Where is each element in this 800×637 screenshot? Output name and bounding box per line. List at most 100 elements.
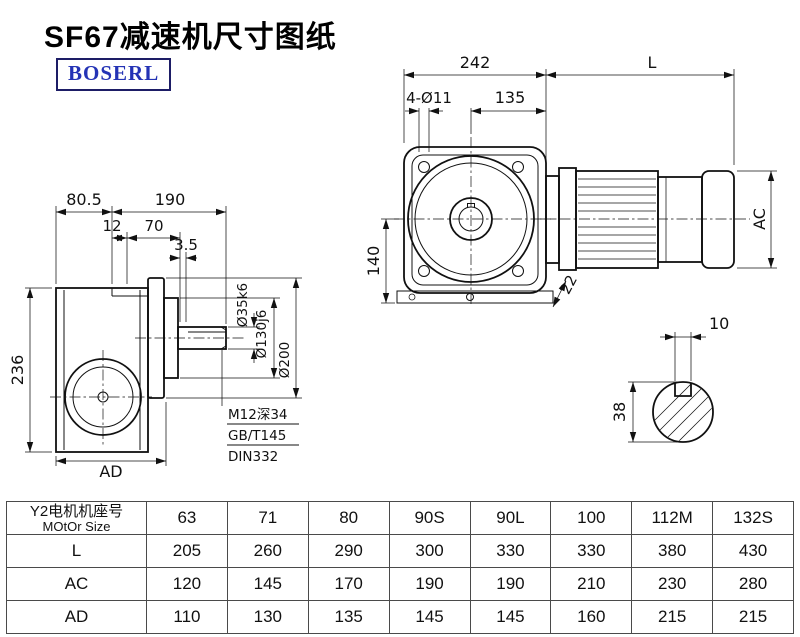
table-cell: 300 [388, 534, 471, 568]
dim-236-label: 236 [8, 355, 27, 386]
table-cell: 80 [307, 501, 390, 535]
dim-242: 242 [403, 53, 547, 163]
table-row-AD: AD 110 130 135 145 145 160 215 215 [6, 600, 794, 634]
dim-38-label: 38 [610, 402, 629, 422]
dim-boss-diameter: Ø130j6 [180, 297, 280, 379]
dim-bolt-holes-label: 4-Ø11 [406, 89, 452, 107]
input-bore [449, 197, 493, 241]
dim-135: 135 [470, 88, 546, 134]
table-cell: 112M [631, 501, 714, 535]
table-cell: 260 [226, 534, 309, 568]
technical-drawing: 242 L 4-Ø11 135 [8, 53, 777, 481]
dim-boss-diameter-label: Ø130j6 [254, 310, 270, 359]
dim-3-5-label: 3.5 [174, 236, 198, 254]
shaft-end-view: 10 38 [610, 314, 729, 443]
dim-80-5-label: 80.5 [66, 190, 102, 209]
motor [545, 167, 735, 271]
dim-140: 140 [364, 218, 399, 304]
dim-AC-label: AC [750, 208, 769, 230]
dim-70-label: 70 [144, 217, 163, 235]
dim-AD-label: AD [99, 462, 122, 481]
front-view [394, 137, 750, 306]
table-cell: 215 [712, 600, 794, 634]
dimension-table: Y2电机机座号 MOtOr Size 63 71 80 90S 90L 100 … [6, 501, 794, 634]
boserl-logo: BOSERL [56, 58, 172, 91]
table-cell: 190 [469, 567, 552, 601]
table-cell: 145 [469, 600, 552, 634]
tap-hole-note-line2: GB/T145 [228, 428, 286, 444]
table-cell: 145 [388, 600, 471, 634]
boserl-logo-text: BOSERL [68, 61, 160, 85]
table-cell: 380 [631, 534, 714, 568]
table-cell: 210 [550, 567, 633, 601]
dim-135-label: 135 [495, 88, 526, 107]
side-view-dimensions: 80.5 190 12 70 3.5 [8, 190, 302, 481]
table-cell: 63 [146, 501, 228, 535]
housing-cover-circle [64, 358, 142, 436]
keyway [674, 383, 692, 397]
page-title: SF67减速机尺寸图纸 [44, 21, 337, 54]
table-cell: 100 [550, 501, 633, 535]
table-cell: 130 [226, 600, 309, 634]
tap-hole-note-line1: M12深34 [228, 407, 288, 423]
tap-hole-note: M12深34 GB/T145 DIN332 [221, 350, 299, 465]
gearbox-housing-front [403, 146, 547, 294]
table-cell: 330 [550, 534, 633, 568]
row-label-L: L [6, 534, 147, 568]
dim-10: 10 [660, 314, 729, 381]
tap-hole-note-line3: DIN332 [228, 449, 278, 465]
housing-face-circle [407, 155, 535, 283]
dim-3-5: 3.5 [169, 236, 198, 322]
front-view-dimensions: 242 L 4-Ø11 135 [364, 53, 777, 308]
table-cell: 430 [712, 534, 794, 568]
dim-L: L [546, 53, 735, 165]
table-cell: 205 [146, 534, 228, 568]
dim-70: 70 [127, 217, 181, 322]
shaft-section-circle [652, 381, 714, 443]
dim-22: 22 [552, 272, 581, 308]
dim-12-label: 12 [102, 217, 121, 235]
dim-AD: AD [55, 402, 167, 481]
side-view [50, 277, 244, 453]
dim-AC: AC [737, 170, 777, 269]
table-row-motor-sizes: Y2电机机座号 MOtOr Size 63 71 80 90S 90L 100 … [6, 501, 794, 535]
table-cell: 330 [469, 534, 552, 568]
dim-flange-diameter: Ø200 [166, 277, 302, 399]
motor-size-header-cn: Y2电机机座号 [29, 502, 124, 520]
dim-236: 236 [8, 287, 52, 453]
table-cell: 90L [469, 501, 552, 535]
table-cell: 280 [712, 567, 794, 601]
table-cell: 145 [226, 567, 309, 601]
dim-190: 190 [112, 190, 227, 324]
table-cell: 190 [388, 567, 471, 601]
motor-size-header-en: MOtOr Size [42, 518, 111, 534]
dim-shaft-diameter: Ø35k6 [228, 283, 260, 363]
table-row-AC: AC 120 145 170 190 190 210 230 280 [6, 567, 794, 601]
table-cell: 132S [712, 501, 794, 535]
table-cell: 170 [307, 567, 390, 601]
dim-140-label: 140 [364, 246, 383, 277]
dim-190-label: 190 [155, 190, 186, 209]
dim-bolt-holes: 4-Ø11 [405, 89, 452, 152]
dim-10-label: 10 [709, 314, 729, 333]
row-label-AC: AC [6, 567, 147, 601]
table-cell: 120 [146, 567, 228, 601]
table-cell: 90S [388, 501, 471, 535]
dim-38: 38 [610, 381, 679, 443]
dim-shaft-diameter-label: Ø35k6 [235, 283, 251, 327]
row-label-AD: AD [6, 600, 147, 634]
table-cell: 160 [550, 600, 633, 634]
table-header-motor-size: Y2电机机座号 MOtOr Size [6, 501, 147, 535]
table-cell: 290 [307, 534, 390, 568]
table-cell: 110 [146, 600, 228, 634]
table-cell: 215 [631, 600, 714, 634]
table-cell: 135 [307, 600, 390, 634]
dim-flange-diameter-label: Ø200 [277, 342, 293, 378]
dim-80-5: 80.5 [55, 190, 113, 284]
table-row-L: L 205 260 290 300 330 330 380 430 [6, 534, 794, 568]
output-shaft [177, 326, 227, 350]
dim-L-label: L [648, 53, 657, 72]
table-cell: 230 [631, 567, 714, 601]
table-cell: 71 [226, 501, 309, 535]
